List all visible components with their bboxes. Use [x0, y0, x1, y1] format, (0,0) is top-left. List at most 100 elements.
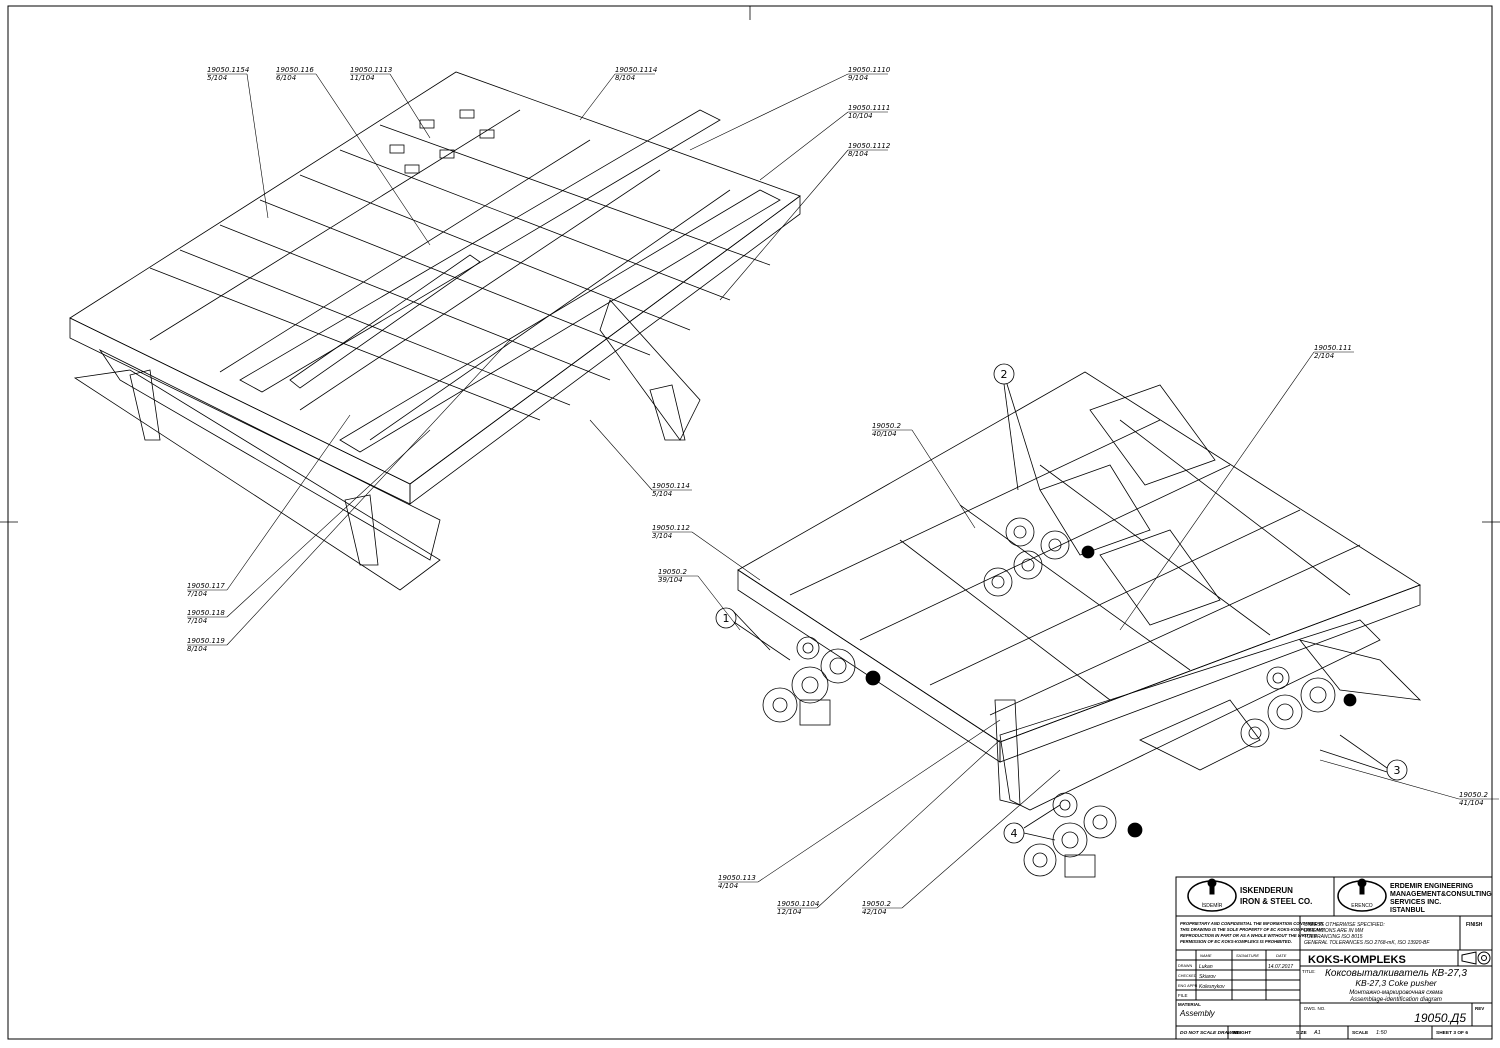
- callout-leader: [389, 73, 431, 139]
- callout-code: 19050.2: [658, 568, 687, 576]
- wheel-group-1: [762, 636, 881, 726]
- wheel-sets: [762, 517, 1357, 878]
- isdemir-logo-text: İSDEMİR: [1202, 902, 1223, 909]
- callout-leader: [246, 73, 269, 219]
- callout-code: 19050.116: [276, 66, 314, 74]
- callout-code: 19050.118: [187, 609, 225, 617]
- finish-label: FINISH: [1466, 922, 1483, 928]
- size-value: A1: [1313, 1030, 1321, 1036]
- callout-leader: [816, 739, 1001, 909]
- callout-code: 19050.2: [862, 900, 891, 908]
- callout-code: 19050.117: [187, 582, 225, 590]
- spec-note: UNLESS OTHERWISE SPECIFIED:: [1304, 922, 1385, 928]
- callout-leader: [226, 429, 431, 618]
- callout-19: 19050.242/104: [862, 900, 891, 916]
- balloon-text: 1: [723, 612, 730, 625]
- balloon-1: 1: [715, 607, 791, 661]
- consultant-name-2: MANAGEMENT&CONSULTING: [1390, 891, 1492, 898]
- consultant-name-4: ISTANBUL: [1390, 907, 1426, 914]
- wheel-group-4: [1023, 792, 1143, 878]
- client-name-2: IRON & STEEL CO.: [1240, 897, 1312, 906]
- callout-qty: 7/104: [187, 590, 207, 598]
- callout-code: 19050.2: [872, 422, 901, 430]
- callout-qty: 39/104: [658, 576, 683, 584]
- callout-16: 19050.241/104: [1459, 791, 1488, 807]
- dwg-no: 19050.Д5: [1414, 1011, 1466, 1025]
- callout-12: 19050.1112/104: [1314, 344, 1352, 360]
- callout-qty: 8/104: [848, 150, 868, 158]
- scale-value: 1:50: [1376, 1030, 1388, 1036]
- callout-leader: [226, 414, 351, 591]
- col-signature: SIGNATURE: [1236, 953, 1259, 958]
- erenco-logo-text: ERENCO: [1351, 903, 1373, 909]
- callout-leader: [759, 111, 849, 181]
- callout-qty: 3/104: [652, 532, 672, 540]
- spec-note: DIMENSIONS ARE IN MM: [1304, 928, 1364, 934]
- callout-qty: 42/104: [862, 908, 887, 916]
- proprietary-note: PROPRIETARY AND CONFIDENTIAL THE INFORMA…: [1180, 921, 1324, 926]
- title-label: TITLE:: [1302, 969, 1316, 974]
- erenco-logo: [1337, 878, 1387, 912]
- company-name: KOKS-KOMPLEKS: [1308, 954, 1406, 966]
- title-block: [1175, 876, 1493, 1040]
- spec-note: TOLERANCING ISO 8015: [1304, 934, 1363, 940]
- callout-qty: 11/104: [350, 74, 375, 82]
- callout-qty: 8/104: [615, 74, 635, 82]
- balloon-text: 4: [1011, 827, 1018, 840]
- consultant-name-1: ERDEMIR ENGINEERING: [1390, 883, 1474, 890]
- callout-15: 19050.239/104: [658, 568, 687, 584]
- callout-leader: [1319, 759, 1460, 800]
- callout-labels: 19050.11545/10419050.1166/10419050.11131…: [187, 66, 1488, 916]
- spec-note: GENERAL TOLERANCES ISO 2768-mK, ISO 1392…: [1304, 940, 1430, 946]
- callout-leaders: [187, 73, 1499, 909]
- isdemir-logo: [1187, 878, 1237, 912]
- callout-leader: [589, 419, 653, 491]
- callout-code: 19050.114: [652, 482, 690, 490]
- callout-leader: [757, 719, 1001, 883]
- eng-appr-name: Kolesnykov: [1199, 984, 1225, 990]
- balloon-2: 2: [993, 363, 1041, 491]
- material-label: MATERIAL: [1178, 1002, 1201, 1007]
- no-scale-note: DO NOT SCALE DRAWING: [1180, 1030, 1241, 1036]
- checked-label: CHECKED: [1178, 974, 1197, 978]
- callout-code: 19050.119: [187, 637, 225, 645]
- projection-symbol-icon: [1461, 951, 1491, 965]
- callout-qty: 4/104: [718, 882, 738, 890]
- callout-code: 19050.111: [1314, 344, 1352, 352]
- checked-name: Skiarov: [1199, 974, 1216, 980]
- callout-code: 19050.1112: [848, 142, 891, 150]
- callout-code: 19050.112: [652, 524, 690, 532]
- drawn-name: Lukan: [1199, 964, 1213, 970]
- lower-frame-assembly: [737, 371, 1422, 811]
- proprietary-note: THIS DRAWING IS THE SOLE PROPERTY OF EC …: [1180, 927, 1326, 932]
- subtitle-en: Assemblage-identification diagram: [1349, 997, 1442, 1003]
- upper-frame-assembly: [69, 71, 801, 591]
- balloons: 1 2 3 4: [715, 363, 1408, 844]
- subtitle-ru: Монтажно-маркировочная схема: [1349, 990, 1443, 996]
- col-name: NAME: [1200, 953, 1212, 958]
- balloon-text: 2: [1001, 368, 1008, 381]
- callout-qty: 8/104: [187, 645, 207, 653]
- callout-leader: [579, 73, 616, 121]
- drawn-label: DRAWN: [1178, 964, 1192, 968]
- eng-appr-label: ENG APPR: [1178, 984, 1198, 988]
- callout-leader: [901, 769, 1061, 909]
- wheel-group-3: [1240, 666, 1357, 748]
- rev-label: REV: [1475, 1006, 1484, 1011]
- file-label: FILE: [1178, 993, 1188, 998]
- proprietary-note: REPRODUCTION IN PART OR AS A WHOLE WITHO…: [1180, 933, 1318, 938]
- callout-leader: [697, 575, 741, 631]
